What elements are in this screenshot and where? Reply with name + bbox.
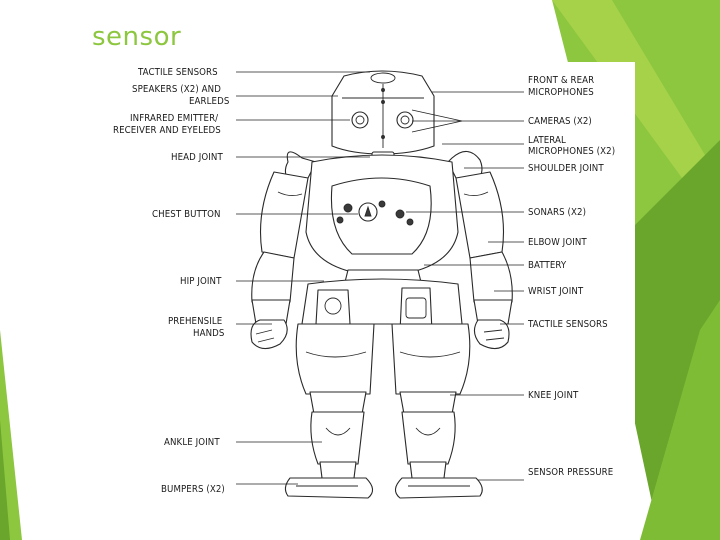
label-sonars: SONARS (X2) xyxy=(528,207,586,218)
robot-diagram: TACTILE SENSORS SPEAKERS (X2) AND EARLED… xyxy=(112,62,635,520)
label-front-rear: FRONT & REAR xyxy=(528,75,594,86)
left-upper-arm xyxy=(260,171,309,259)
label-head-joint: HEAD JOINT xyxy=(171,152,223,163)
label-lateral: LATERAL xyxy=(528,135,566,146)
label-knee-joint: KNEE JOINT xyxy=(528,390,579,401)
right-thigh xyxy=(391,323,471,395)
robot-illustration xyxy=(250,70,513,499)
label-earleds: EARLEDS xyxy=(189,96,229,107)
label-prehensile: PREHENSILE xyxy=(168,316,222,327)
right-upper-arm xyxy=(455,171,504,259)
label-wrist-joint: WRIST JOINT xyxy=(528,286,584,297)
label-speakers: SPEAKERS (X2) AND xyxy=(132,84,221,95)
hip-joint-left xyxy=(315,289,351,325)
camera-eye-right xyxy=(396,111,414,129)
sonar-right xyxy=(395,209,405,219)
leader-lines xyxy=(236,71,524,485)
label-elbow-joint: ELBOW JOINT xyxy=(528,237,587,248)
slide-title: sensor xyxy=(92,22,182,52)
label-tactile-sensors-hand: TACTILE SENSORS xyxy=(527,319,608,330)
right-knee xyxy=(399,391,457,415)
camera-eye-left xyxy=(351,111,369,129)
label-bumpers: BUMPERS (X2) xyxy=(161,484,225,495)
label-chest-button: CHEST BUTTON xyxy=(152,209,221,220)
sonar-left xyxy=(343,203,353,213)
decor-shard-4 xyxy=(640,300,720,540)
left-forearm xyxy=(251,251,295,303)
right-forearm xyxy=(469,251,513,303)
left-knee xyxy=(309,391,367,415)
label-cameras: CAMERAS (X2) xyxy=(528,116,592,127)
labels-left: TACTILE SENSORS SPEAKERS (X2) AND EARLED… xyxy=(113,67,229,495)
head-top-sensor xyxy=(370,72,396,84)
label-hands: HANDS xyxy=(193,328,224,339)
decor-shard-2 xyxy=(552,0,720,230)
right-hand xyxy=(473,319,510,350)
label-shoulder-joint: SHOULDER JOINT xyxy=(528,163,604,174)
decor-shard-left-2 xyxy=(0,420,10,540)
label-battery: BATTERY xyxy=(528,260,567,271)
left-shin xyxy=(310,411,365,465)
label-hip-joint: HIP JOINT xyxy=(180,276,222,287)
right-foot xyxy=(394,477,483,499)
label-ankle-joint: ANKLE JOINT xyxy=(164,437,220,448)
label-sensor-pressure: SENSOR PRESSURE xyxy=(528,467,613,478)
right-ankle xyxy=(409,461,447,479)
labels-right: FRONT & REAR MICROPHONES CAMERAS (X2) LA… xyxy=(527,75,615,478)
right-shin xyxy=(401,411,456,465)
label-receiver-eyeleds: RECEIVER AND EYELEDS xyxy=(113,125,221,136)
label-tactile-sensors-head: TACTILE SENSORS xyxy=(137,67,218,78)
robot-diagram-svg: TACTILE SENSORS SPEAKERS (X2) AND EARLED… xyxy=(113,67,615,499)
chest-plate xyxy=(330,177,432,255)
left-thigh xyxy=(295,323,375,395)
label-lateral-microphones: MICROPHONES (X2) xyxy=(528,146,615,157)
left-ankle xyxy=(319,461,357,479)
label-infrared-emitter: INFRARED EMITTER/ xyxy=(130,113,218,124)
label-microphones: MICROPHONES xyxy=(528,87,594,98)
left-foot xyxy=(284,477,374,499)
